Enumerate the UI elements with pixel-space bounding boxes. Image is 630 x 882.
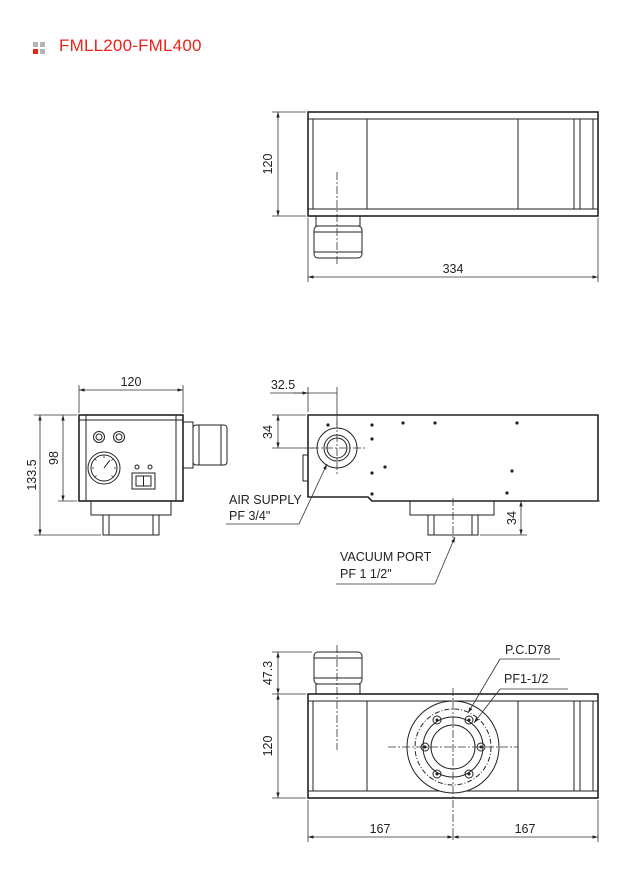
side-view-dim-heights: 133.5 98 [25,414,101,536]
front-view-centerlines [311,420,454,540]
dim-top-length: 334 [443,262,464,276]
front-view-bottom-port [409,500,495,536]
front-view-body [307,414,599,502]
thread-label: PF1-1/2 [504,672,549,686]
top-view-dim-length: 334 [307,218,599,282]
front-view-dim-x: 32.5 [270,378,338,425]
air-supply-size: PF 3/4" [229,509,270,523]
vacuum-port-size: PF 1 1/2" [340,567,392,581]
bottom-view-dim-port: 47.3 [261,651,312,695]
side-view-port-pipe [182,421,228,469]
front-view-dim-y: 34 [261,414,314,449]
thread-callout: PF1-1/2 [473,672,568,724]
gauge-icon [87,451,121,485]
bottom-view-dim-length: 167 167 [307,800,599,842]
air-supply-callout: AIR SUPPLY PF 3/4" [226,463,328,525]
dim-bottom-right-half: 167 [515,822,536,836]
top-view: 120 334 [261,111,599,282]
front-view-dim-bottom: 34 [480,500,600,536]
side-view-dim-width: 120 [78,375,184,413]
indicator-light-icon [134,464,153,470]
dim-bottom-left-half: 167 [370,822,391,836]
side-view: 120 133.5 98 [25,375,228,536]
dim-top-height: 120 [261,154,275,175]
top-view-body [307,111,599,217]
page-title: FMLL200-FML400 [59,36,202,55]
dim-bottom-port-height: 47.3 [261,661,275,685]
dim-front-bottom-port: 34 [505,511,519,525]
dim-side-width: 120 [121,375,142,389]
side-view-body [78,414,184,502]
bottom-view: P.C.D78 PF1-1/2 47.3 120 [261,643,599,842]
side-view-bottom-port [90,500,172,536]
dim-front-port-offset-y: 34 [261,425,275,439]
vacuum-port-callout: VACUUM PORT PF 1 1/2" [336,536,456,585]
switch-icon [131,472,156,490]
pcd-callout: P.C.D78 [467,643,560,714]
front-view-bolts [326,421,519,496]
top-view-vacuum-pipe [313,215,363,259]
top-view-dim-height: 120 [261,111,306,217]
flange-icon [388,688,518,842]
bottom-view-dim-height: 120 [261,694,306,799]
dim-side-body-height: 98 [47,451,61,465]
square-bullet-icon [33,42,45,54]
dim-front-port-offset-x: 32.5 [271,378,295,392]
dim-bottom-height: 120 [261,736,275,757]
front-view-side-plate [302,454,309,482]
bottom-view-port-pipe [313,651,363,695]
front-view: 32.5 34 34 AIR SUPPLY PF 3/4" [226,378,600,585]
air-supply-label: AIR SUPPLY [229,493,302,507]
pcd-label: P.C.D78 [505,643,551,657]
vacuum-port-label: VACUUM PORT [340,550,432,564]
knob-icon [93,431,125,443]
flange-bolt-holes [420,715,486,779]
dim-side-total-height: 133.5 [25,459,39,490]
